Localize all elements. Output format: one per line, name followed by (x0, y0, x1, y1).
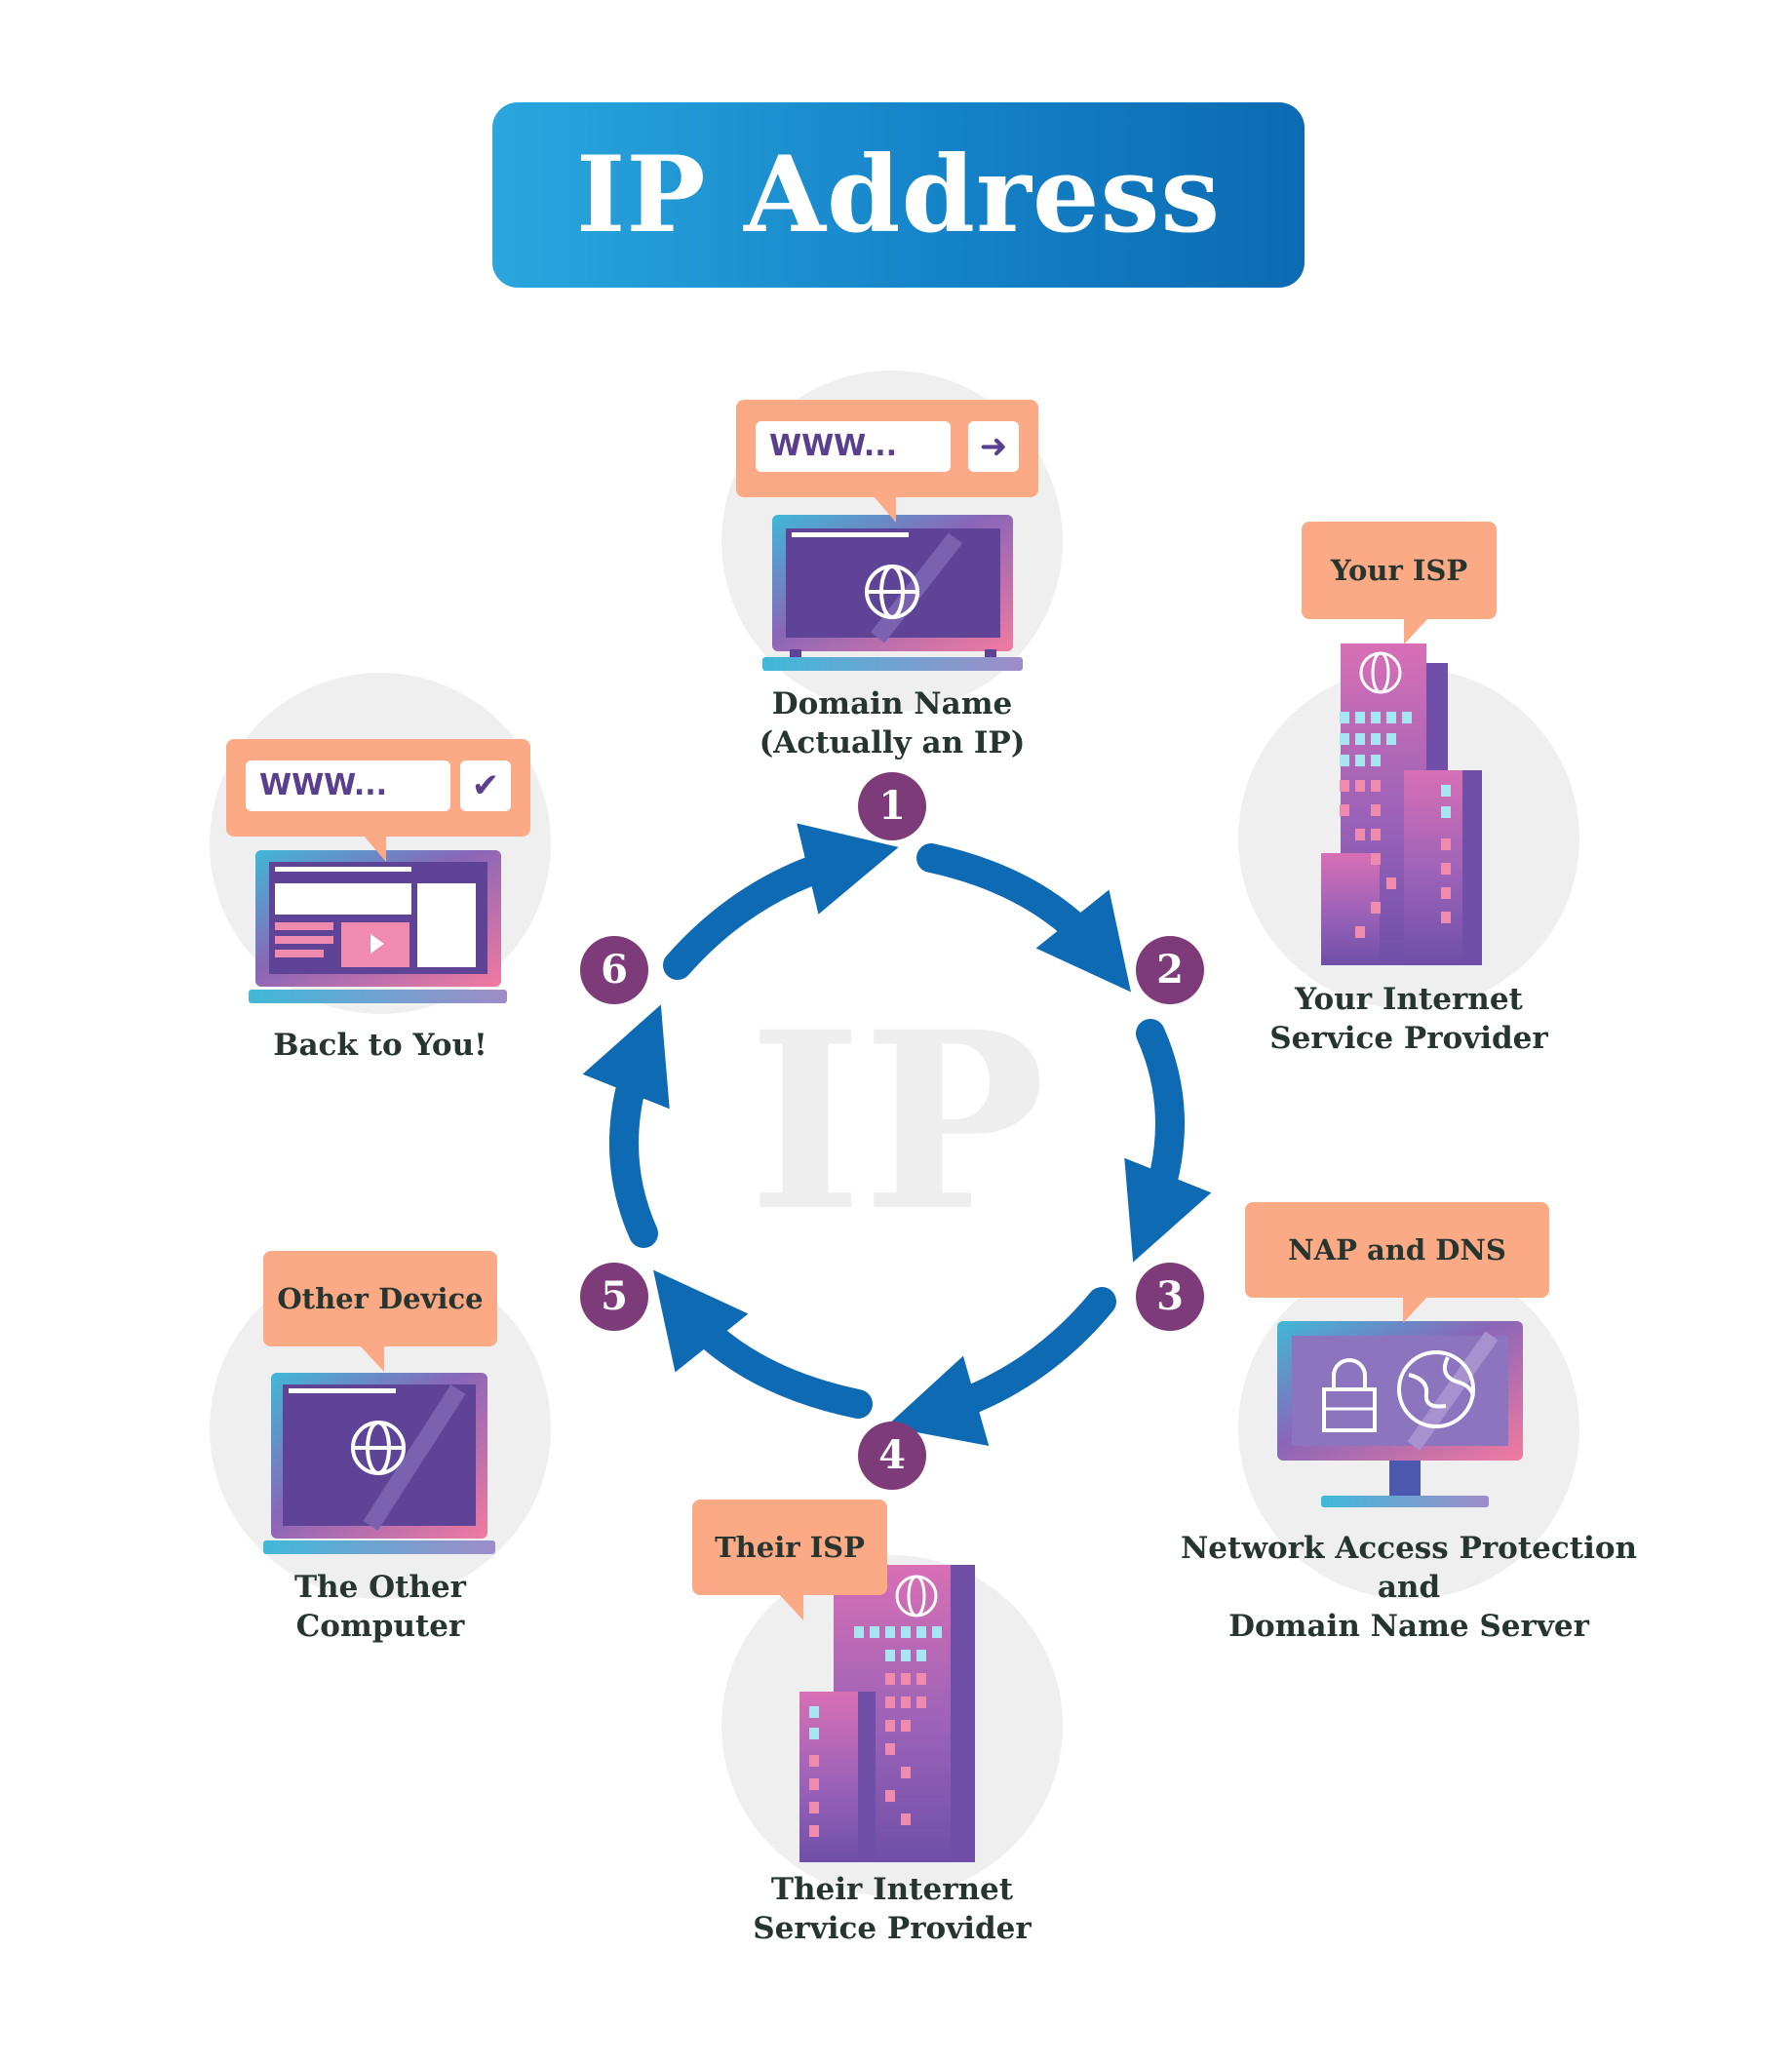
label-step-3: Network Access Protection and Domain Nam… (1180, 1531, 1638, 1644)
url-bar-step-6: WWW... ✔ (226, 739, 530, 862)
arrow-3-to-4 (885, 1287, 1116, 1446)
label-step-2: Your Internet Service Provider (1269, 982, 1548, 1056)
label-step-1: Domain Name (Actually an IP) (759, 686, 1026, 760)
cycle-arrows (582, 823, 1212, 1446)
arrow-4-to-5 (652, 1269, 873, 1419)
bubble-your-isp: Your ISP (1302, 522, 1497, 644)
label-step-4: Their Internet Service Provider (753, 1872, 1032, 1946)
url-input-step-1: WWW... (756, 421, 951, 472)
step-badge-3: 3 (1136, 1263, 1204, 1331)
arrow-6-to-1 (663, 823, 899, 980)
arrow-1-to-2 (916, 843, 1131, 993)
bubble-nap-dns: NAP and DNS (1245, 1202, 1549, 1323)
step-badge-5: 5 (580, 1263, 648, 1331)
step-badge-4: 4 (858, 1422, 926, 1490)
bubble-their-isp: Their ISP (692, 1500, 887, 1620)
arrow-right-icon: ➜ (968, 421, 1019, 472)
bubble-other-device: Other Device (263, 1251, 497, 1372)
center-ip-watermark: IP (748, 978, 1046, 1265)
step-badge-1: 1 (858, 772, 926, 840)
arrow-5-to-6 (582, 1004, 670, 1248)
building-icon-their-isp (799, 1565, 975, 1862)
laptop-icon-step-6 (249, 850, 507, 1003)
building-icon-your-isp (1321, 643, 1482, 965)
step-badge-2: 2 (1136, 936, 1204, 1004)
laptop-icon-step-5 (263, 1373, 495, 1554)
checkmark-icon: ✔ (460, 760, 511, 811)
label-step-6: Back to You! (273, 1028, 487, 1063)
label-step-5: The Other Computer (293, 1570, 467, 1644)
monitor-icon-nap-dns (1277, 1321, 1523, 1507)
url-bar-step-1: WWW... ➜ (736, 400, 1038, 523)
page-title: IP Address (575, 134, 1222, 256)
title-banner: IP Address (492, 102, 1305, 288)
url-input-step-6: WWW... (246, 760, 450, 811)
laptop-icon-step-1 (762, 515, 1023, 671)
arrow-2-to-3 (1124, 1019, 1212, 1263)
step-badge-6: 6 (580, 936, 648, 1004)
